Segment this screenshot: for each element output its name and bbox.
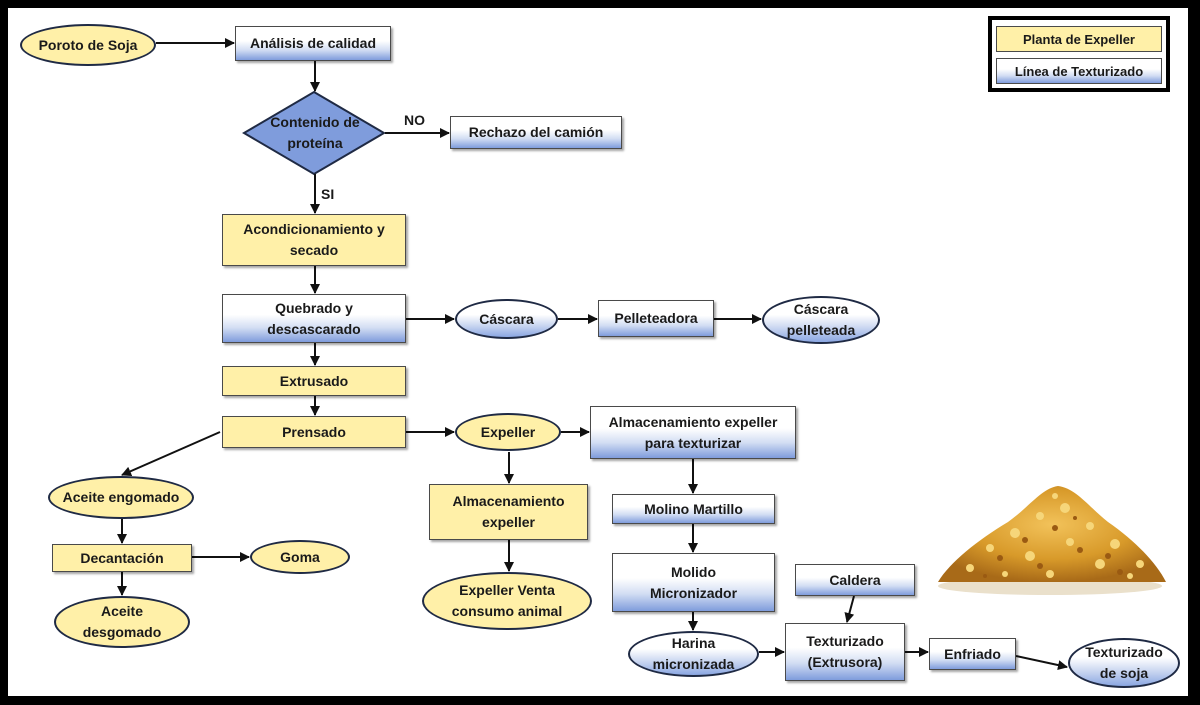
node-molido[interactable]: Molido Micronizador [612, 553, 775, 612]
node-caldera[interactable]: Caldera [795, 564, 915, 596]
node-text: Aceite engomado [62, 489, 180, 505]
node-expeller-venta[interactable]: Expeller Venta consumo animal [422, 572, 592, 630]
node-cascara-pelleteada[interactable]: Cáscara pelleteada [762, 296, 880, 344]
edge-prensado-aceite [121, 431, 221, 476]
node-text: pelleteada [786, 322, 856, 338]
node-acondicionamiento[interactable]: Acondicionamiento y secado [222, 214, 406, 266]
node-goma[interactable]: Goma [250, 540, 350, 574]
node-text: Harina [671, 635, 716, 651]
node-text: Expeller [480, 423, 536, 440]
node-text: micronizada [652, 656, 735, 672]
node-text: proteína [287, 135, 343, 151]
node-text: (Extrusora) [807, 654, 883, 670]
node-analisis[interactable]: Análisis de calidad [235, 26, 391, 61]
node-text: secado [289, 242, 339, 258]
node-pelleteadora[interactable]: Pelleteadora [598, 300, 714, 337]
legend-expeller: Planta de Expeller [996, 26, 1162, 52]
node-text: Cáscara [793, 301, 849, 317]
node-text: desgomado [82, 624, 162, 640]
node-text: Contenido de [270, 114, 360, 130]
connectors-layer [117, 38, 1068, 670]
node-text: Caldera [829, 571, 881, 588]
node-text: Aceite [100, 603, 144, 619]
node-contenido[interactable]: Contenido de proteína [254, 108, 376, 158]
node-text: Análisis de calidad [249, 35, 377, 51]
node-text: Acondicionamiento y [243, 221, 385, 237]
label-no: NO [404, 112, 425, 128]
node-text: descascarado [267, 320, 361, 337]
node-decantacion[interactable]: Decantación [52, 544, 192, 572]
soy-texturizado-pile-image [938, 486, 1166, 595]
node-text: de soja [1099, 665, 1149, 681]
node-molino[interactable]: Molino Martillo [612, 494, 775, 524]
node-almac-texturizar[interactable]: Almacenamiento expeller para texturizar [590, 406, 796, 459]
node-text: Molino Martillo [644, 500, 743, 517]
label-si: SI [321, 186, 335, 202]
node-texturizado[interactable]: Texturizado (Extrusora) [785, 623, 905, 681]
node-quebrado[interactable]: Quebrado y descascarado [222, 294, 406, 343]
node-enfriado[interactable]: Enfriado [929, 638, 1016, 670]
node-text: Cáscara [479, 310, 534, 327]
node-text: Prensado [282, 423, 346, 440]
node-text: Extrusado [279, 372, 349, 389]
edge-caldera-text [844, 595, 855, 623]
legend-texturizado: Línea de Texturizado [996, 58, 1162, 84]
node-poroto[interactable]: Poroto de Soja [20, 24, 156, 66]
node-text: Micronizador [649, 584, 738, 601]
node-aceite-desgomado[interactable]: Aceite desgomado [54, 596, 190, 648]
node-text: para texturizar [644, 434, 742, 451]
node-texturizado-soja[interactable]: Texturizado de soja [1068, 638, 1180, 688]
node-text: Pelleteadora [614, 310, 698, 326]
node-text: Decantación [80, 549, 164, 566]
node-prensado[interactable]: Prensado [222, 416, 406, 448]
node-extrusado[interactable]: Extrusado [222, 366, 406, 396]
node-text: Almacenamiento [452, 493, 565, 509]
node-rechazo[interactable]: Rechazo del camión [450, 116, 622, 149]
node-text: consumo animal [451, 603, 563, 619]
node-text: Enfriado [944, 645, 1001, 662]
node-text: Poroto de Soja [38, 36, 138, 53]
edge-enfriado-textsoja [1015, 655, 1068, 670]
node-text: Texturizado [1085, 644, 1163, 660]
node-text: Almacenamiento expeller [608, 413, 778, 430]
node-text: Expeller Venta [459, 582, 555, 598]
node-text: Texturizado [806, 633, 884, 649]
node-harina[interactable]: Harina micronizada [628, 631, 759, 677]
node-text: Goma [280, 548, 320, 565]
node-aceite-engomado[interactable]: Aceite engomado [48, 476, 194, 519]
node-text: expeller [482, 514, 535, 530]
node-text: Quebrado y [275, 299, 353, 316]
flowchart-canvas: Poroto de Soja Análisis de calidad Conte… [8, 8, 1188, 696]
legend: Planta de Expeller Línea de Texturizado [988, 16, 1170, 92]
node-text: Molido [670, 563, 717, 580]
node-cascara[interactable]: Cáscara [455, 299, 558, 339]
node-text: Rechazo del camión [468, 124, 604, 140]
node-expeller[interactable]: Expeller [455, 413, 561, 451]
node-almac-expeller[interactable]: Almacenamiento expeller [429, 484, 588, 540]
